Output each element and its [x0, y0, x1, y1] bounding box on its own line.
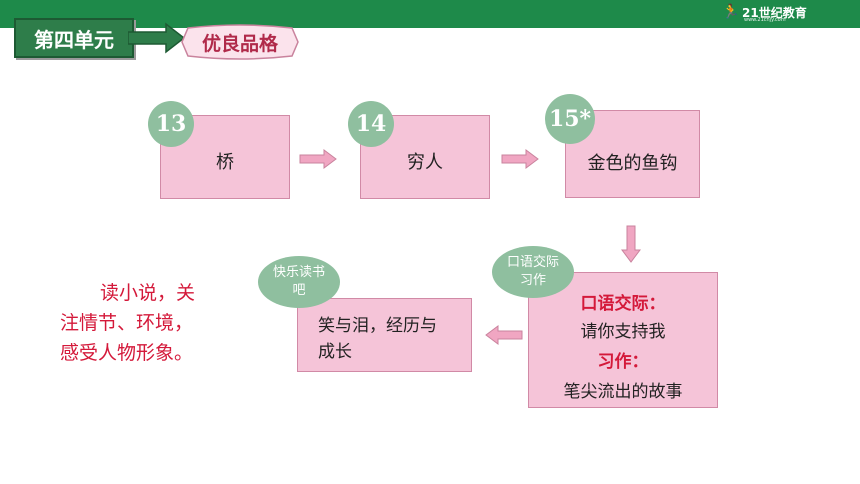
runner-icon: 🏃	[722, 4, 740, 20]
reading-card: 笑与泪，经历与 成长	[297, 298, 472, 372]
tip-line: 感受人物形象。	[60, 342, 194, 364]
lesson-number-badge: 15*	[545, 94, 595, 144]
unit-arrow-icon	[128, 22, 186, 54]
theme-title: 优良品格	[201, 32, 278, 55]
lesson-card: 桥	[160, 115, 290, 199]
oral-label-badge: 口语交际 习作	[492, 246, 574, 298]
header-bar	[0, 0, 860, 28]
reading-label: 吧	[292, 283, 306, 298]
lesson-title: 金色的鱼钩	[587, 153, 678, 174]
lesson-title: 桥	[216, 152, 234, 173]
writing-topic: 笔尖流出的故事	[563, 382, 683, 402]
logo-url-text: www.21cnjy.com	[744, 17, 786, 23]
theme-ribbon	[181, 24, 299, 60]
reading-text: 笑与泪，经历与 成长	[318, 313, 437, 365]
tip-line: 注情节、环境，	[60, 312, 194, 334]
reading-line: 笑与泪，经历与	[318, 316, 437, 336]
tip-line: 读小说，关	[100, 282, 196, 304]
logo-brand-text: 21世纪教育	[742, 6, 807, 20]
oral-writing-card: 口语交际： 请你支持我 习作： 笔尖流出的故事	[528, 272, 718, 408]
arrow-down-icon	[621, 225, 641, 263]
reading-tip: 读小说，关 注情节、环境， 感受人物形象。	[60, 278, 240, 368]
reading-label: 快乐读书	[272, 265, 325, 280]
oral-label: 习作	[519, 273, 546, 288]
lesson-number-badge: 14	[348, 101, 394, 147]
reading-line: 成长	[318, 342, 352, 362]
oral-heading: 口语交际：	[580, 294, 666, 314]
lesson-title: 穷人	[407, 152, 443, 173]
unit-title: 第四单元	[14, 18, 134, 58]
brand-logo: 🏃 21世纪教育 www.21cnjy.com	[722, 4, 812, 24]
arrow-right-icon	[501, 149, 539, 169]
oral-topic: 请你支持我	[580, 322, 666, 342]
arrow-left-icon	[485, 325, 523, 345]
reading-label-badge: 快乐读书 吧	[258, 256, 340, 308]
oral-label: 口语交际	[506, 255, 559, 270]
writing-heading: 习作：	[597, 352, 649, 372]
lesson-number-badge: 13	[148, 101, 194, 147]
arrow-right-icon	[299, 149, 337, 169]
